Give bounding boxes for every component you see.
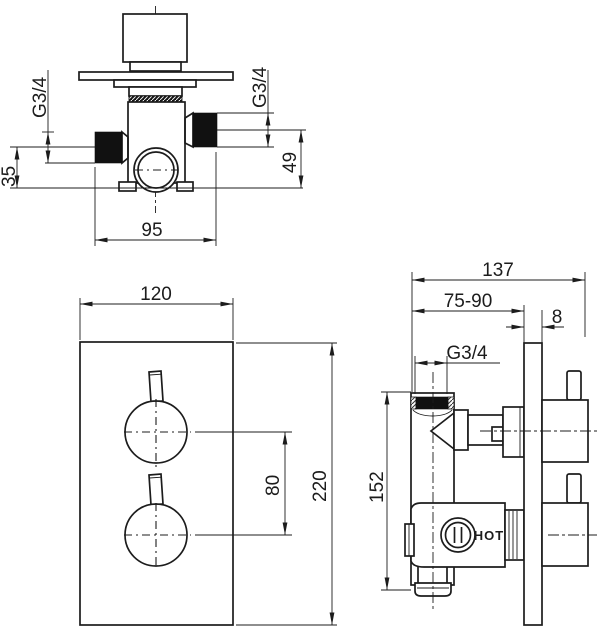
dim-total-depth-label: 137 [482,260,514,281]
dim-plate-height-label: 220 [310,470,331,502]
front-wall-plate-edge [78,71,234,81]
hot-label: HOT [474,528,504,543]
dim-wall-range-label: 75-90 [444,291,493,312]
valve-front-view: G3/4 G3/4 35 49 95 [0,6,306,246]
dim-right-port-height-label: 49 [280,152,301,173]
dim-side-thread-label: G3/4 [446,343,488,364]
front-right-inlet-port [192,112,218,148]
upper-handle-lever [148,370,164,403]
front-knob [122,13,188,63]
side-upper-lever [566,370,582,401]
dim-plate-width-label: 120 [140,284,172,305]
lower-handle-lever [148,473,164,506]
dim-plate-thickness-label: 8 [552,307,563,328]
valve-side-view: HOT 137 75-90 [367,260,597,626]
dim-thread-left-label: G3/4 [30,76,51,118]
side-bottom-outlet [414,582,452,597]
trim-plate-front-view: 120 220 80 [79,284,337,626]
side-lower-knob [541,502,589,567]
dim-port-span-label: 95 [141,220,162,241]
dim-left-port-height-label: 35 [0,166,20,187]
dim-thread-right-label: G3/4 [250,66,271,108]
side-lower-lever [566,473,582,504]
dim-handle-spacing-label: 80 [263,475,284,496]
side-trim-plate-edge [523,342,543,626]
side-thread-band [415,396,449,410]
front-left-inlet-port [94,131,123,164]
dim-body-height-label: 152 [367,471,388,503]
